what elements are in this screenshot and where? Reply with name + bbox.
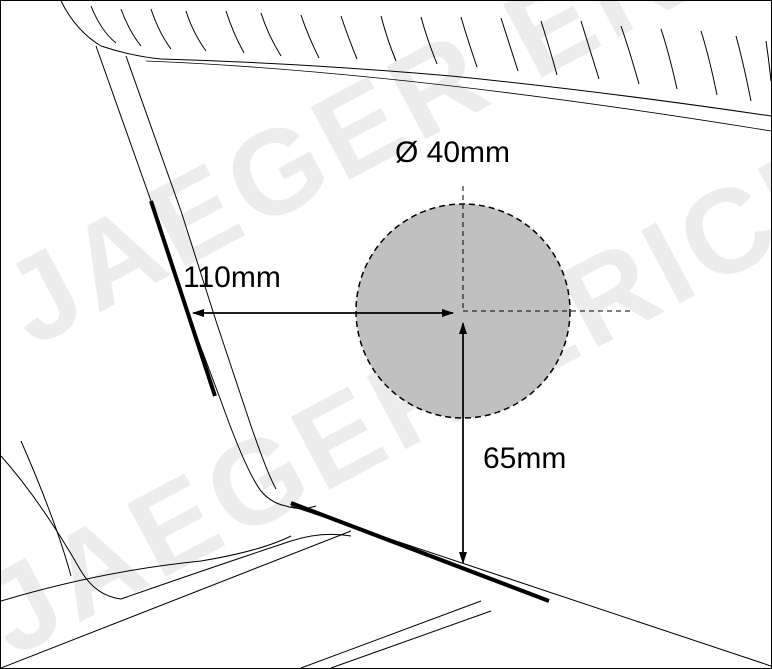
- reference-edge-bottom: [290, 501, 550, 603]
- horizontal-distance-label: 110mm: [183, 261, 281, 294]
- reference-edge-left: [149, 200, 217, 397]
- diameter-label: Ø 40mm: [395, 136, 511, 169]
- vertical-distance-label: 65mm: [483, 442, 567, 475]
- floor-lines: [1, 505, 771, 668]
- left-panel-outline: [1, 45, 352, 602]
- top-ribbed-panel: [60, 1, 771, 132]
